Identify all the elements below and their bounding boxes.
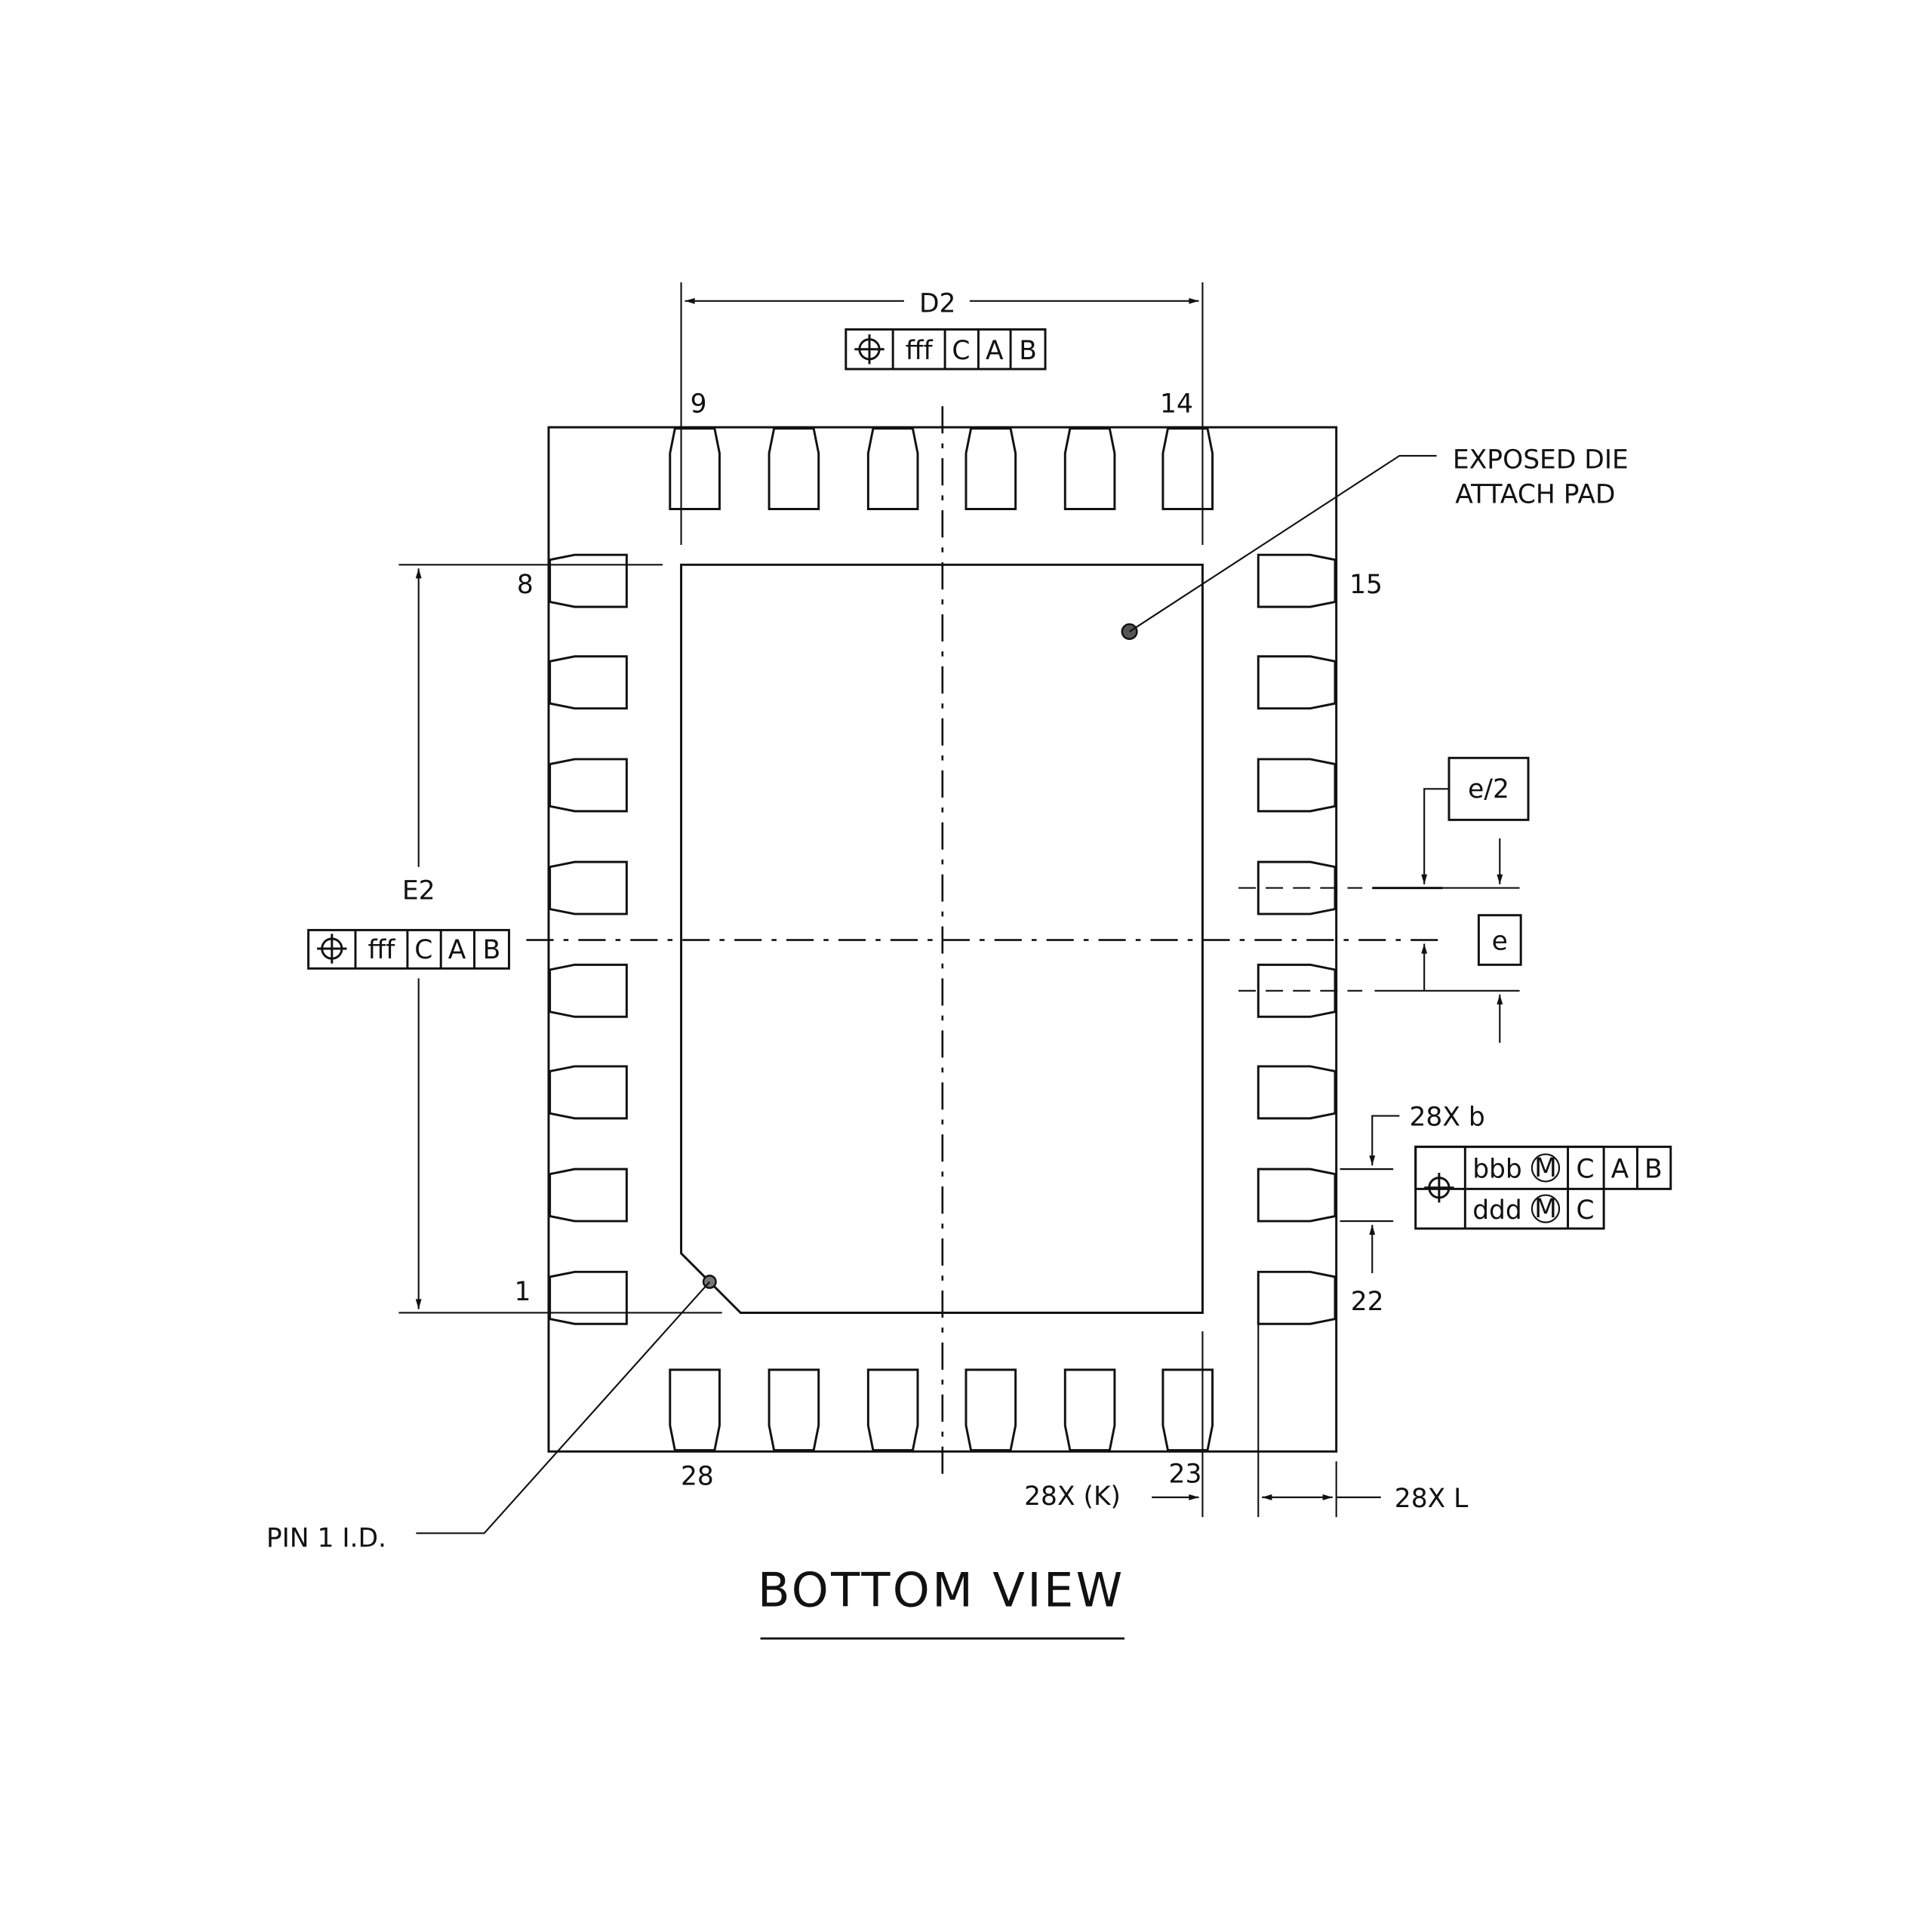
fcf-tolerance: fff [368, 935, 395, 965]
lead-pad [669, 1368, 721, 1452]
pitch-half-label: e/2 [1468, 774, 1509, 804]
exposed-pad-label: ATTACH PAD [1455, 479, 1615, 509]
pin-number: 8 [517, 570, 534, 600]
d2-label: D2 [919, 289, 955, 319]
pin1-callout: PIN 1 I.D. [266, 1275, 717, 1554]
fcf-datum: A [448, 935, 466, 965]
pin1-label: PIN 1 I.D. [266, 1524, 386, 1554]
pin-number: 14 [1160, 389, 1193, 419]
lead-pad [1063, 427, 1116, 510]
position-icon [1424, 1173, 1454, 1203]
fcf-datum: C [1576, 1195, 1594, 1226]
pitch-dimension: e/2 e [1238, 756, 1530, 1043]
pin-number: 23 [1169, 1459, 1202, 1489]
lead-pad [1257, 1065, 1337, 1120]
fcf-left: fff C A B [307, 928, 510, 970]
pin-number: 9 [691, 389, 707, 419]
lead-k-l-dimensions: 28X (K) 28X L [1024, 1322, 1469, 1518]
fcf-datum: A [986, 336, 1004, 366]
lead-pad [549, 758, 628, 813]
lead-pad [549, 860, 628, 915]
fcf-tolerance: ddd [1472, 1195, 1522, 1226]
pin-number: 15 [1349, 570, 1383, 600]
lead-pad [1257, 655, 1337, 710]
fcf-datum: B [483, 935, 501, 965]
lead-width-dimension: 28X b [1340, 1103, 1485, 1273]
fcf-tolerance: bbb [1472, 1155, 1522, 1185]
pin-number: 22 [1351, 1287, 1384, 1317]
exposed-pad-label: EXPOSED DIE [1453, 445, 1629, 475]
lead-pad [1257, 553, 1337, 608]
d2-dimension: D2 [680, 282, 1204, 546]
lead-pad [866, 1368, 919, 1452]
mmc-modifier: M [1534, 1194, 1557, 1224]
lead-pad [866, 427, 919, 510]
fcf-top: fff C A B [844, 328, 1047, 371]
fcf-lead: bbb M C A B ddd M C [1414, 1146, 1672, 1230]
mmc-modifier: M [1534, 1153, 1557, 1183]
lead-pad [964, 1368, 1017, 1452]
fcf-tolerance: fff [906, 336, 934, 366]
fcf-datum: C [952, 336, 970, 366]
lead-pad [549, 1168, 628, 1223]
lead-pad [1063, 1368, 1116, 1452]
fcf-datum: B [1644, 1155, 1663, 1185]
lead-pads [549, 427, 1337, 1452]
lead-pad [768, 427, 820, 510]
lead-pad [964, 427, 1017, 510]
fcf-datum: B [1019, 336, 1037, 366]
e2-dimension: E2 [398, 564, 722, 1314]
lead-pad [549, 963, 628, 1018]
lead-pad [768, 1368, 820, 1452]
pin-number: 1 [515, 1277, 531, 1307]
fcf-datum: C [1576, 1155, 1594, 1185]
lead-pad [669, 427, 721, 510]
lead-pad [549, 1065, 628, 1120]
lead-pad [1161, 427, 1214, 510]
lead-pad [1257, 758, 1337, 813]
lead-pad [549, 553, 628, 608]
lead-pad [1257, 1270, 1337, 1325]
lead-pad [549, 1270, 628, 1325]
exposed-die-pad [680, 563, 1204, 1314]
lead-width-label: 28X b [1409, 1103, 1484, 1133]
lead-l-label: 28X L [1395, 1484, 1469, 1514]
exposed-pad-callout: EXPOSED DIE ATTACH PAD [1121, 445, 1629, 640]
position-icon [854, 334, 884, 365]
pitch-label: e [1492, 927, 1508, 957]
lead-pad [1257, 1168, 1337, 1223]
lead-pad [549, 655, 628, 710]
lead-k-label: 28X (K) [1024, 1481, 1121, 1512]
view-title: BOTTOM VIEW [758, 1562, 1125, 1617]
lead-pad [1161, 1368, 1214, 1452]
pin-number: 28 [681, 1462, 714, 1492]
fcf-datum: A [1611, 1155, 1629, 1185]
position-icon [317, 934, 347, 964]
fcf-datum: C [414, 935, 432, 965]
e2-label: E2 [402, 875, 435, 906]
